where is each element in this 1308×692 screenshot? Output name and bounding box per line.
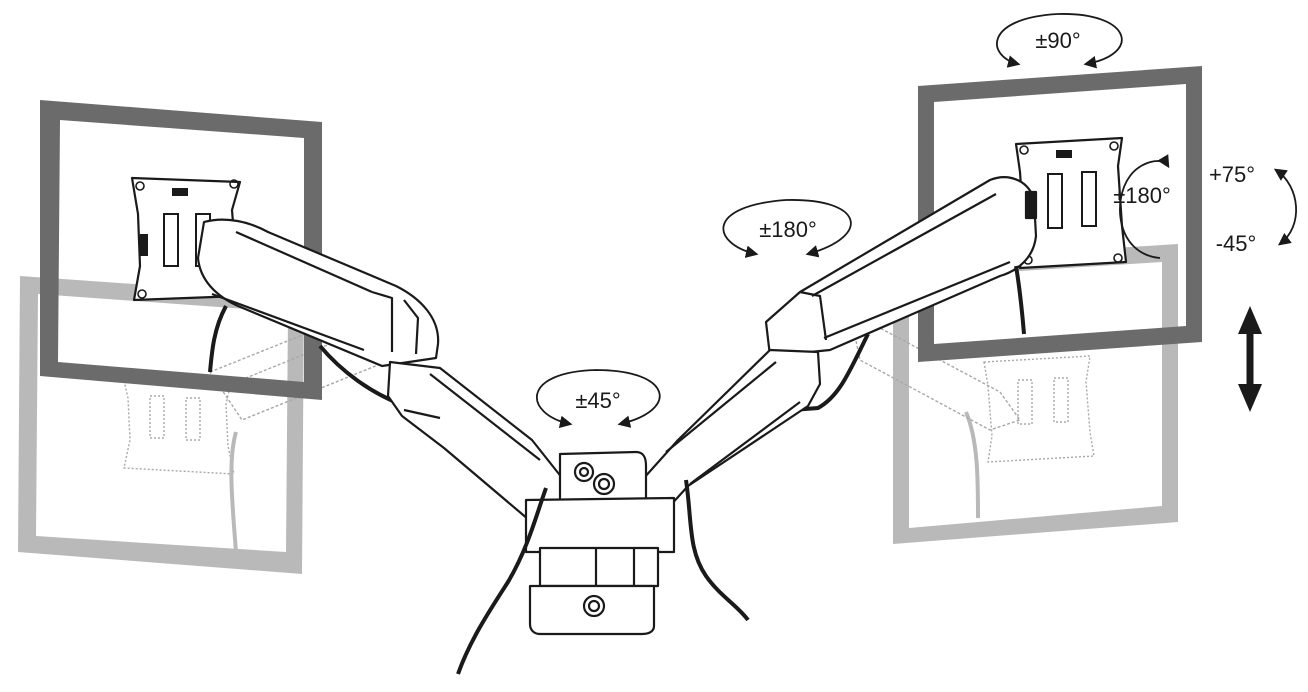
- rotation-arrow-right: [1119, 154, 1170, 259]
- label-center-swivel: ±45°: [575, 388, 620, 413]
- swivel-arrow-center: [535, 369, 661, 429]
- height-adjust-arrow: [1238, 306, 1262, 412]
- right-vesa-plate: [1014, 136, 1128, 270]
- label-top-swivel: ±90°: [1035, 28, 1080, 53]
- right-upper-arm: [764, 176, 1038, 358]
- label-tilt-down: -45°: [1216, 231, 1257, 256]
- left-upper-arm: [196, 218, 440, 368]
- right-monitor-cable: [1014, 265, 1026, 335]
- left-monitor: [40, 100, 322, 400]
- swivel-arrow-right-arm: [722, 199, 852, 258]
- left-monitor-cable: [208, 305, 228, 373]
- label-right-arm-swivel: ±180°: [759, 217, 817, 242]
- label-right-rotation: ±180°: [1113, 183, 1171, 208]
- mount-base: [524, 450, 676, 636]
- tilt-arrow: [1273, 168, 1297, 246]
- label-tilt-up: +75°: [1209, 162, 1255, 187]
- right-vesa-plate-ghost: [983, 355, 1095, 463]
- right-cable-ghost: [964, 411, 980, 519]
- left-cable-ghost: [229, 431, 238, 553]
- right-arm-cable: [791, 333, 870, 412]
- main-cable-right: [684, 479, 750, 622]
- right-monitor: [918, 66, 1202, 362]
- main-cable-left: [456, 487, 548, 675]
- swivel-arrow-top: [996, 13, 1123, 69]
